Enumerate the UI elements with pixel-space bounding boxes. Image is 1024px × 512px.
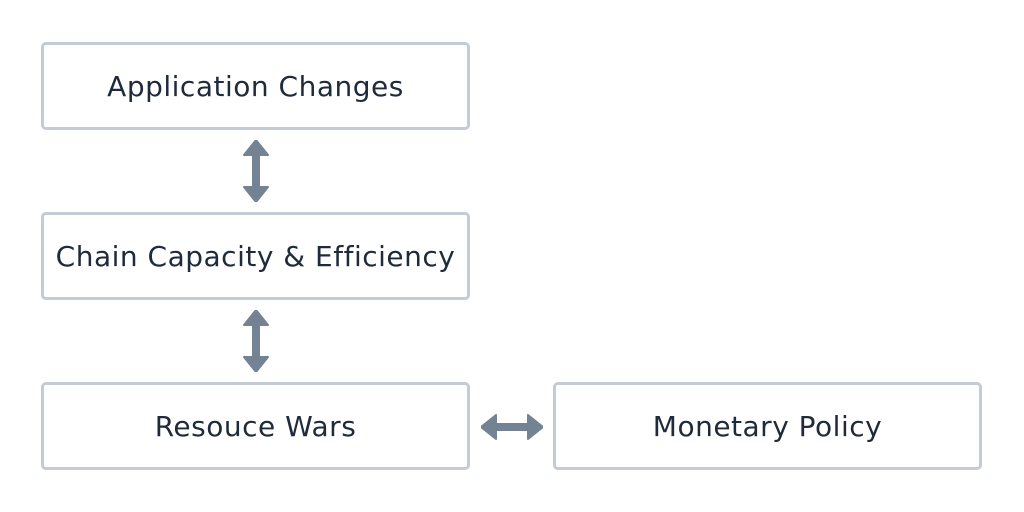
double-arrow-wars-monetary: [481, 414, 543, 440]
node-monetary-policy: Monetary Policy: [553, 382, 982, 470]
node-label: Monetary Policy: [652, 409, 883, 443]
node-resouce-wars: Resouce Wars: [41, 382, 470, 470]
node-label: Application Changes: [107, 69, 404, 103]
node-label: Resouce Wars: [154, 409, 357, 443]
node-application-changes: Application Changes: [41, 42, 470, 130]
double-arrow-app-chain: [243, 140, 269, 202]
double-arrow-chain-wars: [243, 310, 269, 372]
node-label: Chain Capacity & Efficiency: [55, 239, 456, 273]
node-chain-capacity-efficiency: Chain Capacity & Efficiency: [41, 212, 470, 300]
